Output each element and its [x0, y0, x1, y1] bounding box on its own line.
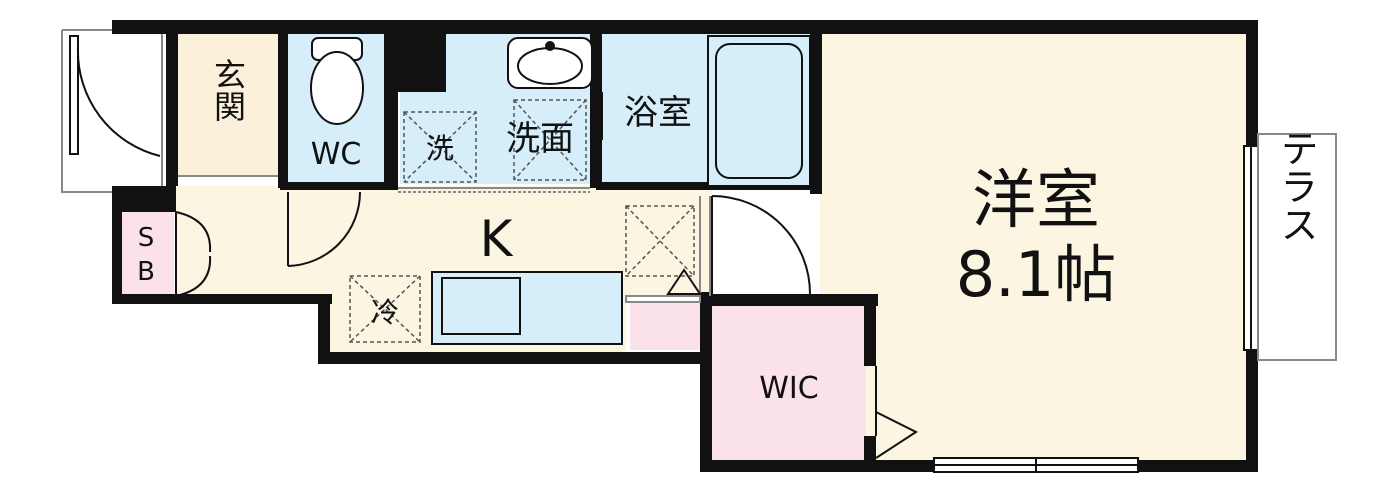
fridge-space	[349, 275, 421, 343]
sb-label-s: S	[138, 223, 155, 253]
reizou-label: 冷	[371, 296, 399, 329]
wic-floor	[712, 306, 866, 462]
right-window	[1243, 145, 1259, 351]
youshitsu-floor	[820, 32, 1250, 462]
terrace-area	[1257, 133, 1337, 361]
toilet-fixture	[310, 37, 364, 125]
senmen-label: 洗面	[506, 119, 574, 159]
kitchen-label: K	[480, 210, 514, 268]
genkan-floor	[176, 32, 280, 176]
wc-label: WC	[311, 137, 362, 172]
sentaku-label: 洗	[426, 132, 454, 165]
senmen-area-marker	[513, 99, 587, 181]
storage-door-marker	[666, 268, 702, 295]
kitchen-upper-marker	[625, 205, 695, 277]
sink-basin	[441, 277, 521, 335]
bedroom-door	[711, 195, 811, 295]
entrance-door	[61, 29, 163, 193]
wic-door	[875, 366, 919, 459]
sb-door	[175, 211, 212, 297]
wash-basin-fixture	[507, 37, 593, 89]
wc-door	[287, 191, 361, 267]
kitchen-counter	[431, 271, 623, 345]
thin-partitions	[178, 175, 711, 303]
terrace-label: テラス	[1274, 129, 1318, 243]
washer-space	[403, 111, 477, 183]
sb-label-b: B	[137, 257, 155, 287]
yokushitsu-label: 浴室	[624, 93, 692, 133]
sb-floor	[120, 212, 174, 296]
bottom-window	[933, 457, 1139, 473]
kitchen-storage-floor	[630, 300, 702, 350]
genkan-label: 玄関	[209, 58, 247, 122]
youshitsu-label: 洋室	[972, 164, 1100, 238]
room-size-label: 8.1帖	[956, 238, 1117, 311]
bathtub-fixture	[707, 35, 811, 187]
bath-door	[593, 92, 603, 140]
wic-label: WIC	[759, 371, 818, 406]
